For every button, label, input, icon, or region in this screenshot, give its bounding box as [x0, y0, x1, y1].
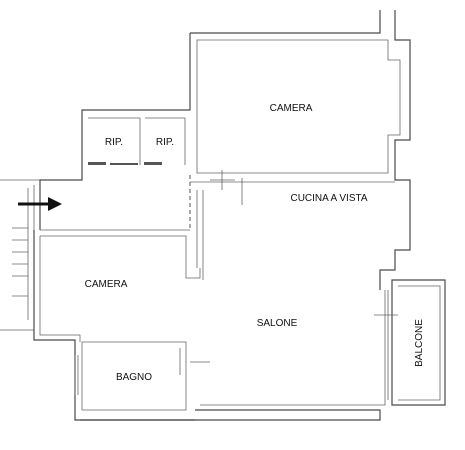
room-label-camera-top: CAMERA	[270, 103, 313, 114]
room-label-bagno: BAGNO	[116, 372, 152, 383]
room-label-salone: SALONE	[257, 318, 298, 329]
room-label-rip-2: RIP.	[156, 137, 174, 148]
room-label-balcone: BALCONE	[414, 319, 425, 367]
room-label-camera-left: CAMERA	[85, 279, 128, 290]
entry-arrow-icon	[18, 197, 62, 211]
walls	[0, 10, 446, 421]
door-marks	[74, 162, 398, 395]
room-label-rip-1: RIP.	[105, 137, 123, 148]
room-label-cucina: CUCINA A VISTA	[290, 193, 367, 204]
